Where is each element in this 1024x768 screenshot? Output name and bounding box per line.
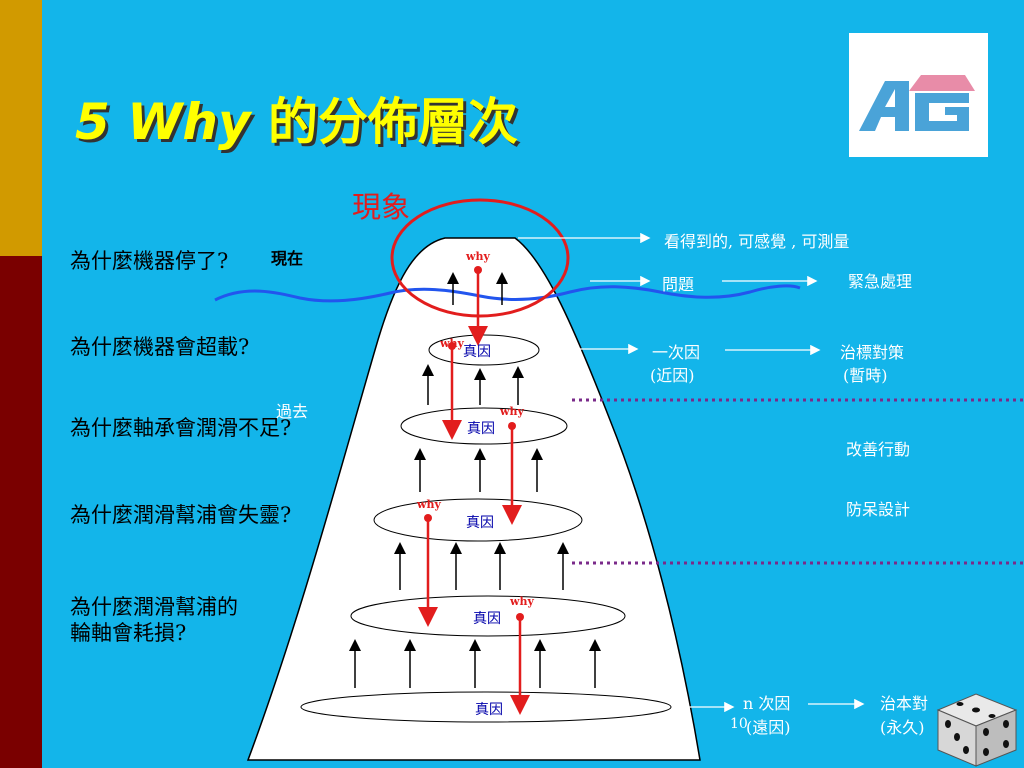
why-arrows (418, 270, 530, 715)
dice-icon (936, 693, 1018, 767)
improvement-label: 改善行動 (846, 440, 911, 459)
logo-letter-a-hole (885, 89, 895, 107)
connector-arrows (518, 232, 865, 713)
why-tag-3: why (500, 405, 524, 418)
nth-cause-sublabel: (遠因) (746, 718, 791, 737)
question-5: 為什麼潤滑幫浦的 輪軸會耗損? (70, 595, 238, 645)
why-tag-4: why (417, 498, 441, 511)
title-rest: 的分佈層次 (250, 93, 518, 151)
logo-letter-g (915, 93, 969, 131)
question-4: 為什麼潤滑幫浦會失靈? (70, 503, 292, 527)
symptom-fix-sublabel: (暫時) (843, 366, 888, 385)
cause-ellipse-3 (373, 498, 583, 542)
left-accent-bar-gold (0, 0, 42, 256)
why-tag-2: why (440, 337, 464, 350)
time-label-past: 過去 (276, 402, 309, 421)
primary-cause-sublabel: (近因) (650, 366, 695, 385)
primary-cause-label: 一次因 (652, 343, 701, 362)
foolproof-label: 防呆設計 (846, 500, 911, 519)
water-line (214, 284, 801, 303)
phenomenon-circle (390, 198, 570, 318)
slide-title: 5 Why 的分佈層次 (75, 82, 518, 154)
why-tag-1: why (466, 250, 490, 263)
why-tag-5: why (510, 595, 534, 608)
root-fix-sublabel: (永久) (880, 718, 925, 737)
question-3: 為什麼軸承會潤滑不足? (70, 416, 292, 440)
upward-arrows (349, 272, 601, 688)
cause-label-1: 真因 (463, 344, 491, 360)
title-latin: 5 Why (75, 93, 251, 151)
why-dots (424, 266, 524, 621)
root-fix-label: 治本對 (880, 694, 929, 713)
nth-cause-number: 10 (730, 716, 748, 732)
phenomenon-label: 現象 (352, 190, 411, 224)
question-2: 為什麼機器會超載? (70, 335, 250, 359)
cause-label-4: 真因 (473, 611, 501, 627)
emergency-label: 緊急處理 (848, 272, 913, 291)
ag-logo-mark (859, 75, 975, 131)
problem-label: 問題 (662, 275, 695, 294)
question-1: 為什麼機器停了? (70, 249, 229, 273)
cause-label-2: 真因 (467, 421, 495, 437)
cause-ellipse-5 (300, 691, 672, 723)
left-accent-bar-red (0, 256, 42, 768)
ag-logo (849, 33, 988, 157)
logo-roof (909, 75, 975, 91)
logo-letter-a (859, 81, 909, 131)
cause-label-3: 真因 (466, 515, 494, 531)
cause-label-5: 真因 (475, 702, 503, 718)
nth-cause-label: n 次因 (743, 694, 791, 713)
symptom-fix-label: 治標對策 (840, 343, 905, 362)
time-label-now: 現在 (271, 249, 304, 268)
observable-label: 看得到的, 可感覺 , 可測量 (664, 232, 850, 251)
